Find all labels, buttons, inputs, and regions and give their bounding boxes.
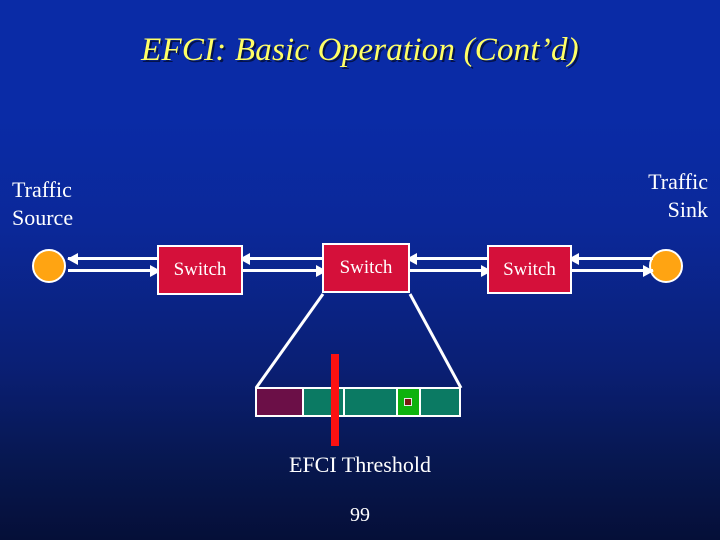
link-shaft-reverse <box>407 257 491 260</box>
link-shaft-forward <box>240 269 326 272</box>
arrow-head-right-icon <box>481 264 492 277</box>
link-shaft-reverse <box>240 257 326 260</box>
queue-cell <box>344 389 399 415</box>
link-source-switch1 <box>67 252 161 279</box>
switch-node-2: Switch <box>322 243 410 293</box>
switch-label: Switch <box>173 259 227 280</box>
page-title: EFCI: Basic Operation (Cont’d) <box>141 32 579 68</box>
efci-threshold-line <box>331 354 339 446</box>
queue-cell-marked <box>398 389 421 415</box>
link-shaft-reverse <box>68 257 160 260</box>
traffic-sink-label: Traffic Sink <box>648 169 708 222</box>
arrow-head-left-icon <box>239 252 250 265</box>
arrow-head-left-icon <box>67 252 78 265</box>
link-switch3-sink <box>568 252 654 279</box>
switch-node-1: Switch <box>157 245 243 295</box>
switch-node-3: Switch <box>487 245 572 294</box>
efci-threshold-caption: EFCI Threshold <box>289 452 431 477</box>
link-shaft-forward <box>68 269 160 272</box>
queue-callout-connector <box>254 293 463 389</box>
link-shaft-forward <box>407 269 491 272</box>
arrow-head-right-icon <box>150 264 161 277</box>
efci-marked-cell-icon <box>404 398 413 406</box>
page-number: 99 <box>350 504 370 526</box>
link-shaft-forward <box>569 269 653 272</box>
switch-label: Switch <box>503 258 556 280</box>
link-switch1-switch2 <box>239 252 327 279</box>
queue-cell <box>257 389 305 415</box>
arrow-head-left-icon <box>568 252 579 265</box>
queue-cell <box>420 389 459 415</box>
arrow-head-left-icon <box>406 252 417 265</box>
switch-queue-bar <box>255 387 461 417</box>
traffic-source-node <box>32 249 66 283</box>
traffic-sink-node <box>649 249 683 283</box>
link-switch2-switch3 <box>406 252 492 279</box>
link-shaft-reverse <box>569 257 653 260</box>
arrow-head-right-icon <box>316 264 327 277</box>
switch-label: Switch <box>339 257 393 278</box>
arrow-head-right-icon <box>643 264 654 277</box>
traffic-source-label: Traffic Source <box>12 177 74 230</box>
